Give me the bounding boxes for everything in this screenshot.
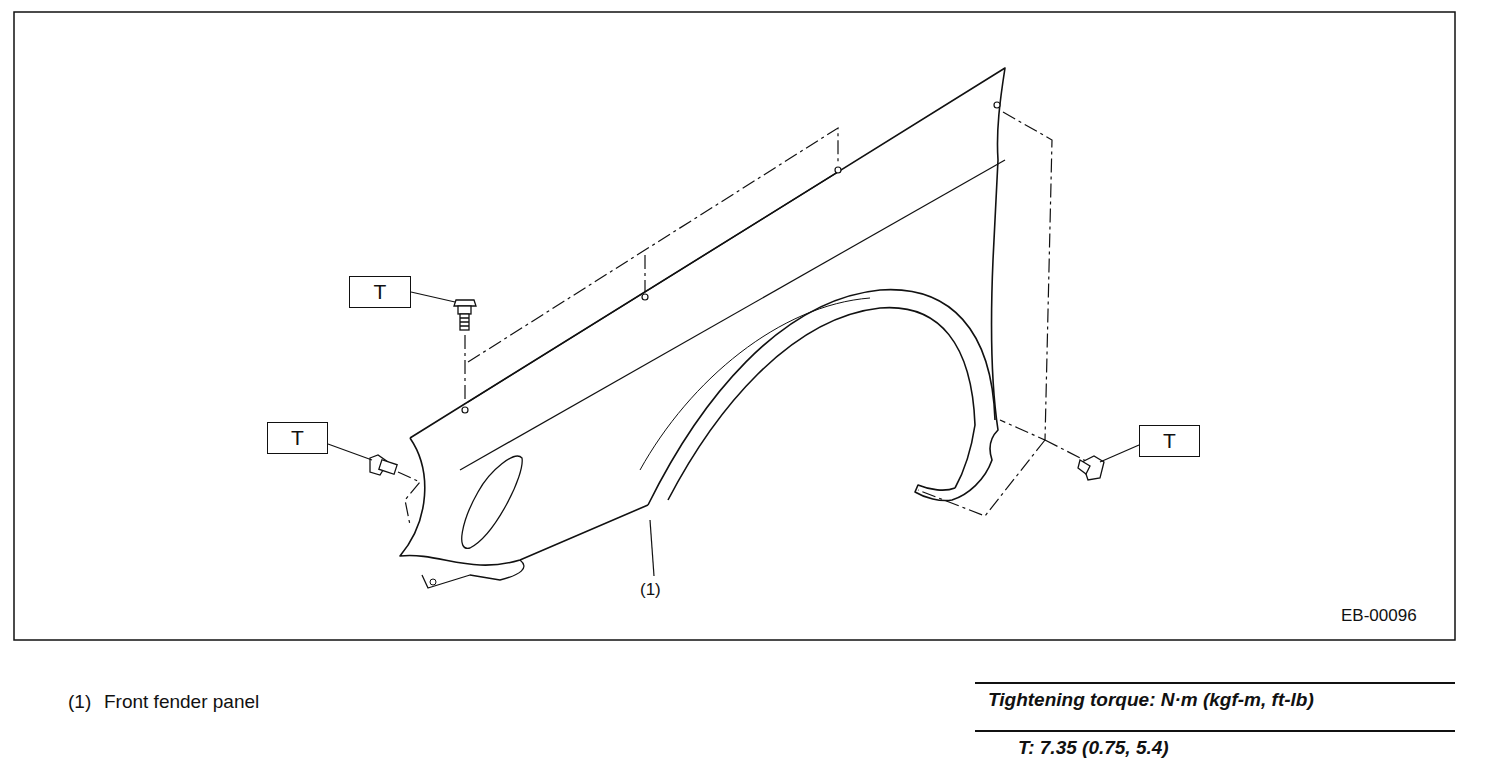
alignment-lines — [398, 112, 1088, 525]
mounting-holes — [462, 102, 1000, 413]
part-name: Front fender panel — [104, 691, 259, 713]
torque-heading: Tightening torque: N·m (kgf-m, ft-lb) — [988, 689, 1314, 711]
torque-tag: T — [1139, 425, 1200, 457]
figure-id: EB-00096 — [1341, 606, 1417, 626]
torque-symbol: T — [374, 280, 387, 304]
torque-tag: T — [349, 276, 411, 308]
figure-frame — [14, 12, 1455, 640]
callout-number: (1) — [68, 691, 91, 713]
torque-tag: T — [267, 422, 328, 454]
fender-panel — [400, 68, 1005, 588]
torque-value: T: 7.35 (0.75, 5.4) — [1018, 737, 1169, 759]
leader-lines — [328, 292, 1139, 576]
torque-symbol: T — [291, 426, 304, 450]
table-rules — [975, 683, 1455, 731]
torque-symbol: T — [1163, 429, 1176, 453]
callout-number: (1) — [640, 580, 661, 600]
bolts — [370, 300, 1104, 480]
